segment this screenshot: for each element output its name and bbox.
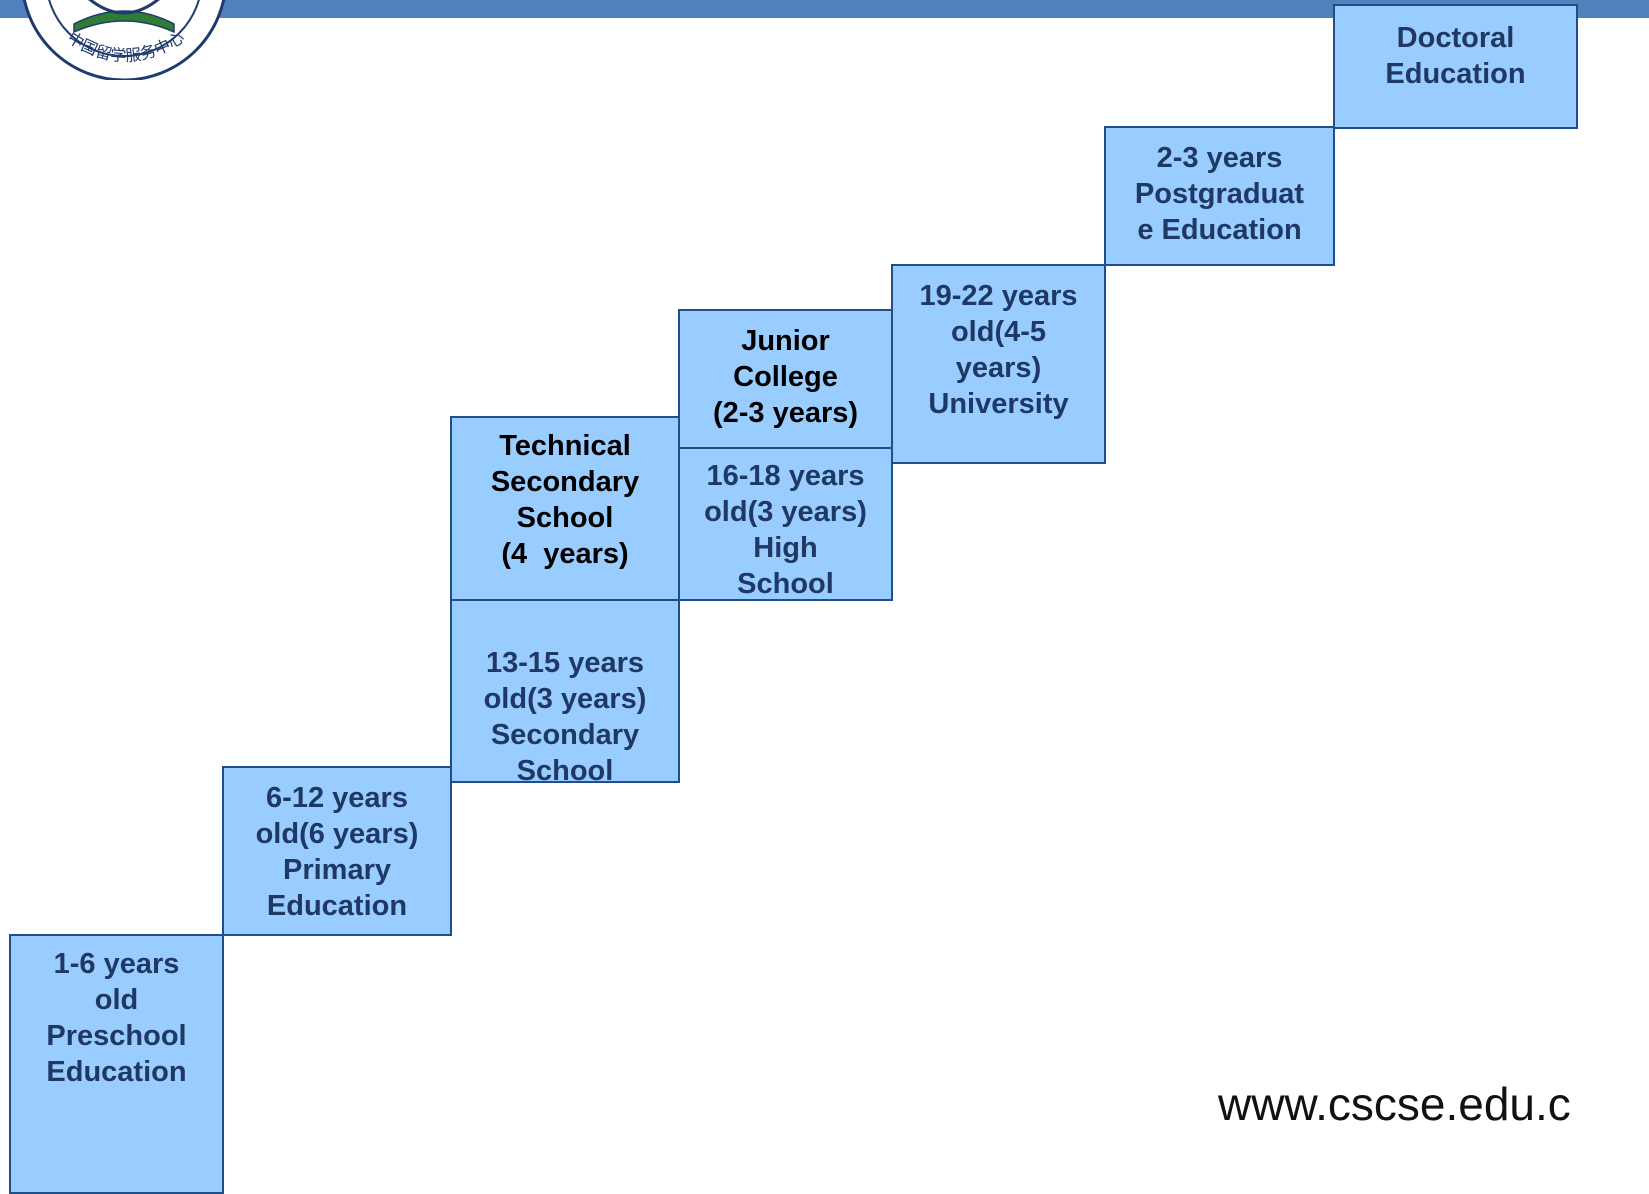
box-text-line: Primary: [282, 854, 391, 886]
box-text-line: e Education: [1137, 214, 1302, 246]
box-text-line: old(6 years): [255, 818, 419, 850]
box-text-line: Junior: [741, 325, 830, 357]
box-text-line: Postgraduat: [1134, 178, 1305, 210]
box-text-line: 1-6 years: [53, 948, 180, 980]
box-text-line: old(3 years): [483, 683, 647, 715]
box-text-line: Education: [1385, 58, 1526, 90]
box-text-line: old(4-5: [950, 316, 1047, 348]
box-text-line: 19-22 years: [919, 280, 1078, 312]
box-text-line: School: [516, 502, 614, 534]
box-text-line: 13-15 years: [485, 647, 645, 679]
box-text-line: 2-3 years: [1156, 142, 1283, 174]
box-text-line: Secondary: [490, 466, 640, 498]
box-text-line: 16-18 years: [706, 460, 865, 492]
box-text-line: (2-3 years): [712, 397, 859, 429]
box-text-line: old: [94, 984, 139, 1016]
box-text-line: (4 years): [501, 538, 629, 570]
box-text-line: Secondary: [490, 719, 640, 751]
box-text-line: School: [516, 755, 614, 783]
header-bar: [0, 0, 1649, 18]
box-text-line: Technical: [499, 430, 631, 462]
cscse-emblem-icon: 中国留学服务中心: [22, 0, 226, 80]
box-text-line: years): [955, 352, 1042, 384]
box-text-line: Preschool: [46, 1020, 187, 1052]
box-text-line: School: [737, 568, 834, 600]
box-text-line: Doctoral: [1396, 22, 1515, 54]
box-text-line: Education: [266, 890, 408, 922]
box-text-line: old(3 years): [704, 496, 867, 528]
box-text-line: 6-12 years: [266, 782, 408, 814]
box-text-line: Education: [46, 1056, 187, 1088]
university-box: 19-22 years old(4-5 years) University: [891, 264, 1106, 464]
website-url: www.cscse.edu.c: [1218, 1078, 1571, 1130]
box-text-line: High: [753, 532, 818, 564]
box-text-line: College: [733, 361, 838, 393]
box-text-line: University: [928, 388, 1069, 420]
